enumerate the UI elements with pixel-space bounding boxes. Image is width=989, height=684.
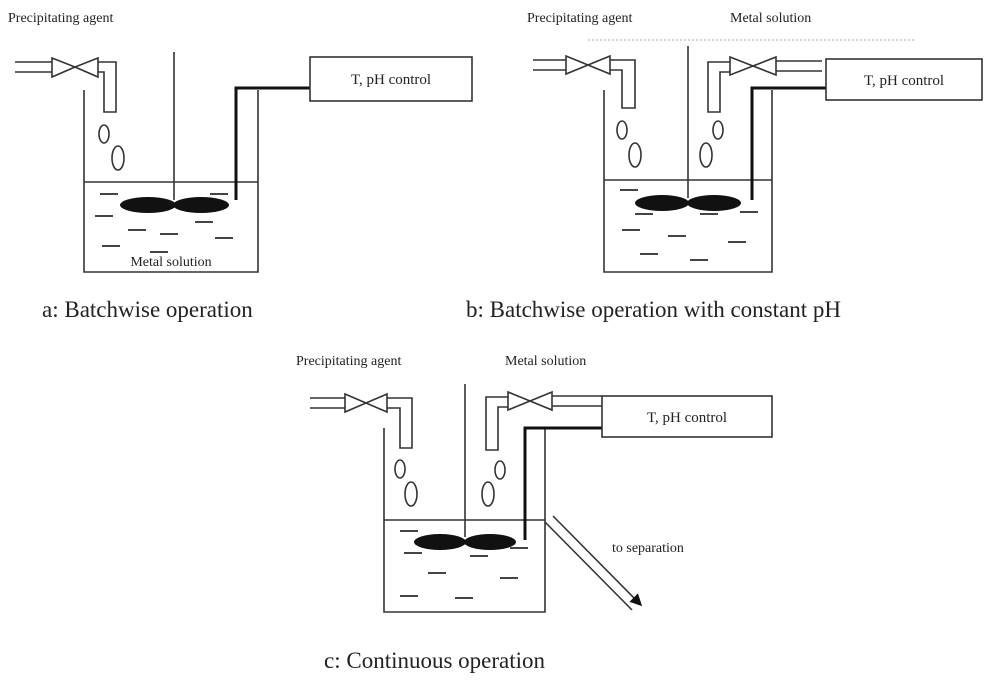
precipitating-agent-label: Precipitating agent (527, 11, 632, 26)
liquid-lines (95, 193, 233, 253)
valve-icon (310, 392, 413, 449)
valve-icon (15, 56, 117, 113)
droplet-icon (98, 124, 125, 171)
metal-solution-label: Metal solution (130, 255, 211, 270)
metal-solution-label: Metal solution (505, 354, 586, 369)
outlet-label: to separation (612, 541, 684, 556)
diagram-b: Precipitating agent Metal solution (466, 11, 983, 322)
liquid-lines (400, 530, 528, 599)
control-box (601, 395, 773, 438)
stirrer-icon (635, 46, 741, 211)
arrow-icon (544, 515, 643, 611)
droplet-icon (616, 120, 724, 168)
liquid-lines (620, 189, 758, 261)
control-box (825, 58, 983, 101)
droplet-icon (394, 459, 506, 507)
control-label: T, pH control (351, 72, 431, 88)
reactor-vessel (603, 90, 773, 273)
caption-c: c: Continuous operation (324, 648, 546, 673)
control-label: T, pH control (647, 410, 727, 426)
caption-b: b: Batchwise operation with constant pH (466, 297, 841, 322)
caption-a: a: Batchwise operation (42, 297, 253, 322)
ph-probe (234, 86, 310, 200)
stirrer-icon (414, 384, 516, 550)
valve-icon (707, 55, 822, 113)
control-label: T, pH control (864, 73, 944, 89)
metal-solution-label: Metal solution (730, 11, 811, 26)
stirrer-icon (120, 52, 229, 213)
ph-probe (523, 426, 602, 540)
precipitating-agent-label: Precipitating agent (296, 354, 401, 369)
reactor-vessel (83, 90, 259, 273)
precipitating-agent-label: Precipitating agent (8, 11, 113, 26)
control-box (309, 56, 473, 102)
diagram-c: Precipitating agent Metal solution (296, 354, 773, 673)
diagram-a: Precipitating agent (8, 11, 473, 322)
valve-icon (485, 390, 602, 451)
valve-icon (533, 54, 636, 109)
ph-probe (750, 86, 826, 200)
